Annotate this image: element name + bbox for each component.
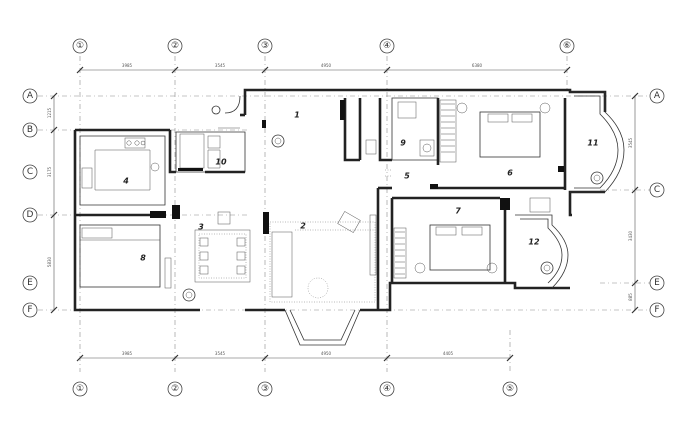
dim-left-2: 3175: [47, 166, 52, 177]
axis-bubbles-bottom: ① ② ③ ④ ⑤: [72, 381, 518, 397]
room-1-label: 1: [294, 111, 300, 120]
room-5-label: 5: [404, 172, 410, 181]
axis-right-c: C: [654, 185, 660, 195]
room-4-label: 4: [122, 177, 129, 186]
dim-bottom-1: 3985: [122, 351, 133, 356]
room-11-label: 11: [587, 139, 598, 148]
axis-right-e: E: [654, 278, 660, 288]
room-8-label: 8: [140, 254, 146, 263]
axis-left-b: B: [27, 125, 33, 135]
room-7-label: 7: [455, 207, 461, 216]
room-2-label: 2: [300, 222, 306, 231]
axis-left-d: D: [27, 210, 34, 220]
axis-top-4: ④: [383, 41, 391, 51]
axis-bubbles-top: ① ② ③ ④ ⑥: [72, 38, 575, 54]
axis-bottom-1: ①: [76, 384, 84, 394]
dimension-lines: [50, 66, 639, 362]
dim-left-1: 1215: [47, 107, 52, 118]
exterior-walls: [73, 88, 625, 346]
axis-bubbles-right: A C E F: [649, 88, 665, 318]
axis-top-3: ③: [261, 41, 269, 51]
dim-bottom-4: 4405: [443, 351, 454, 356]
room-12-label: 12: [528, 238, 540, 247]
axis-bottom-5: ⑤: [506, 384, 514, 394]
dim-right-3: 885: [628, 293, 633, 301]
dim-top-4: 6380: [472, 63, 483, 68]
dim-left-3: 5830: [47, 256, 52, 267]
axis-right-a: A: [654, 91, 661, 101]
axis-top-6: ⑥: [563, 41, 571, 51]
room-3-label: 3: [198, 223, 204, 232]
dim-right-1: 3545: [628, 137, 633, 148]
axis-top-2: ②: [171, 41, 179, 51]
axis-right-f: F: [654, 305, 659, 315]
room-10-label: 10: [215, 158, 227, 167]
dim-bottom-3: 4950: [321, 351, 332, 356]
axis-left-e: E: [27, 278, 33, 288]
axis-bubbles-left: A B C D E F: [22, 88, 38, 318]
dim-top-3: 4950: [321, 63, 332, 68]
axis-left-a: A: [27, 91, 34, 101]
axis-bottom-4: ④: [383, 384, 391, 394]
room-labels: 1 2 3 4 5 6 7 8 9 10 11 12: [122, 111, 598, 263]
dim-top-1: 3985: [122, 63, 133, 68]
dimension-numbers: 3985 3545 4950 6380 3985 3545 4950 4405 …: [47, 63, 633, 356]
axis-top-1: ①: [76, 41, 84, 51]
axis-left-f: F: [27, 305, 32, 315]
axis-bottom-2: ②: [171, 384, 179, 394]
axis-bottom-3: ③: [261, 384, 269, 394]
axis-left-c: C: [27, 167, 33, 177]
dim-right-2: 3430: [628, 230, 633, 241]
dim-top-2: 3545: [215, 63, 226, 68]
room-6-label: 6: [507, 169, 513, 178]
dim-bottom-2: 3545: [215, 351, 226, 356]
fixtures: [79, 95, 604, 303]
room-9-label: 9: [400, 139, 406, 148]
